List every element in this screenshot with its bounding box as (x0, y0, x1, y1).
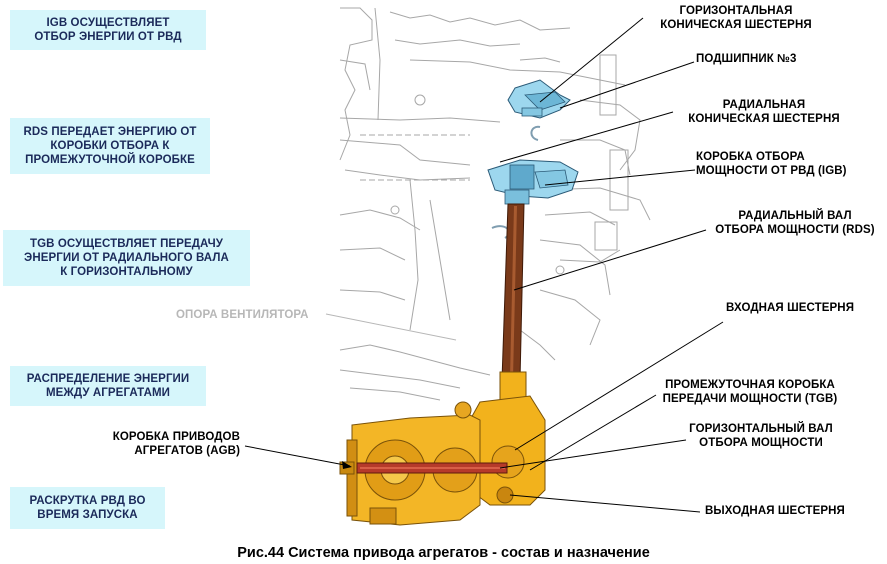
label-output-gear: ВЫХОДНАЯ ШЕСТЕРНЯ (705, 505, 845, 517)
figure-caption: Рис.44 Система привода агрегатов - соста… (237, 545, 650, 561)
horizontal-bevel-gear-assembly (507, 79, 571, 119)
label-fan-support: ОПОРА ВЕНТИЛЯТОРА (176, 309, 309, 321)
note-box-igb: IGB ОСУЩЕСТВЛЯЕТ ОТБОР ЭНЕРГИИ ОТ РВД (10, 10, 206, 50)
radial-shaft-highlight (510, 206, 517, 378)
label-input-gear: ВХОДНАЯ ШЕСТЕРНЯ (726, 302, 855, 314)
engine-cross-section (339, 7, 651, 401)
fan-support-leader (325, 313, 457, 341)
label-horizontal-bevel-gear: ГОРИЗОНТАЛЬНАЯ КОНИЧЕСКАЯ ШЕСТЕРНЯ (660, 5, 812, 31)
label-horizontal-shaft: ГОРИЗОНТАЛЬНЫЙ ВАЛ ОТБОРА МОЩНОСТИ (689, 423, 833, 449)
label-igb-box: КОРОБКА ОТБОРА МОЩНОСТИ ОТ РВД (IGB) (696, 151, 847, 177)
agb-tgb-assembly (339, 371, 546, 526)
note-box-tgb: TGB ОСУЩЕСТВЛЯЕТ ПЕРЕДАЧУ ЭНЕРГИИ ОТ РАД… (3, 230, 250, 286)
agb-arrowhead (342, 461, 352, 469)
label-agb-box: КОРОБКА ПРИВОДОВ АГРЕГАТОВ (AGB) (112, 431, 240, 457)
label-rds-shaft: РАДИАЛЬНЫЙ ВАЛ ОТБОРА МОЩНОСТИ (RDS) (715, 210, 875, 236)
note-box-spin: РАСКРУТКА РВД ВО ВРЕМЯ ЗАПУСКА (10, 487, 165, 529)
agb-leader (244, 445, 351, 467)
label-bearing-3: ПОДШИПНИК №3 (696, 53, 797, 65)
note-box-distribution: РАСПРЕДЕЛЕНИЕ ЭНЕРГИИ МЕЖДУ АГРЕГАТАМИ (10, 366, 206, 406)
label-tgb-box: ПРОМЕЖУТОЧНАЯ КОРОБКА ПЕРЕДАЧИ МОЩНОСТИ … (662, 379, 838, 405)
igb-gearbox (487, 159, 579, 205)
leader-lines (499, 17, 724, 513)
rotation-arrow-upper (530, 125, 541, 141)
note-box-rds: RDS ПЕРЕДАЕТ ЭНЕРГИЮ ОТ КОРОБКИ ОТБОРА К… (10, 118, 210, 174)
label-radial-bevel-gear: РАДИАЛЬНАЯ КОНИЧЕСКАЯ ШЕСТЕРНЯ (688, 99, 840, 125)
